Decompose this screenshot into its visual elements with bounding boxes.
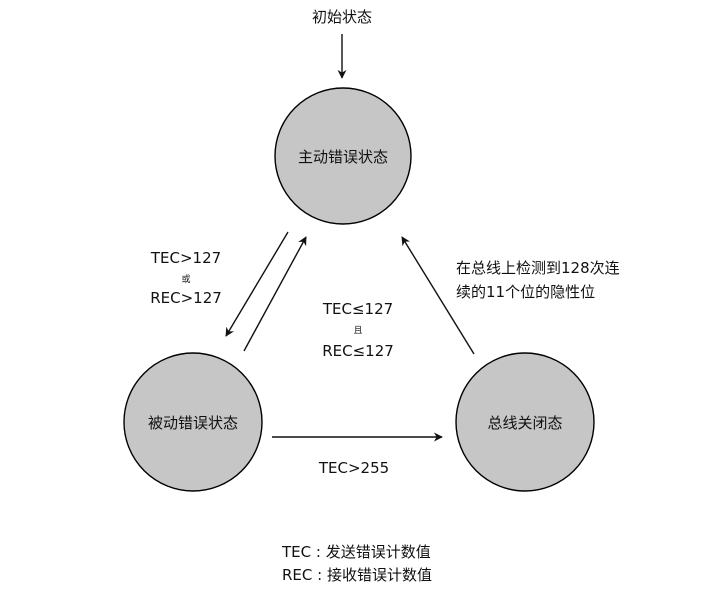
state-error-active-circle bbox=[274, 87, 412, 225]
state-bus-off: 总线关闭态 bbox=[455, 352, 595, 492]
state-error-active-label: 主动错误状态 bbox=[298, 148, 388, 166]
legend-rec: REC : 接收错误计数值 bbox=[282, 566, 432, 584]
initial-state-label: 初始状态 bbox=[312, 8, 372, 26]
arrow-busoff-to-active bbox=[401, 236, 475, 355]
label-passive-to-active-connector: 且 bbox=[353, 325, 362, 336]
state-bus-off-label: 总线关闭态 bbox=[487, 414, 562, 432]
label-passive-to-active-line1: TEC≤127 bbox=[322, 300, 393, 318]
label-active-to-passive-connector: 或 bbox=[181, 273, 190, 285]
arrow-passive-to-active bbox=[243, 236, 307, 352]
state-error-active: 主动错误状态 bbox=[274, 87, 412, 225]
label-busoff-to-active-line2: 续的11个位的隐性位 bbox=[456, 283, 595, 301]
label-busoff-to-active-line1: 在总线上检测到128次连 bbox=[456, 259, 620, 277]
legend-tec: TEC : 发送错误计数值 bbox=[281, 543, 431, 561]
state-error-passive: 被动错误状态 bbox=[123, 352, 263, 492]
arrow-active-to-passive bbox=[225, 231, 289, 337]
label-passive-to-busoff: TEC>255 bbox=[318, 459, 389, 477]
state-bus-off-circle bbox=[455, 352, 595, 492]
label-active-to-passive-line1: TEC>127 bbox=[150, 249, 221, 267]
state-error-passive-label: 被动错误状态 bbox=[148, 414, 238, 432]
state-error-passive-circle bbox=[123, 352, 263, 492]
label-passive-to-active-line2: REC≤127 bbox=[322, 342, 394, 360]
label-active-to-passive-line2: REC>127 bbox=[150, 289, 222, 307]
